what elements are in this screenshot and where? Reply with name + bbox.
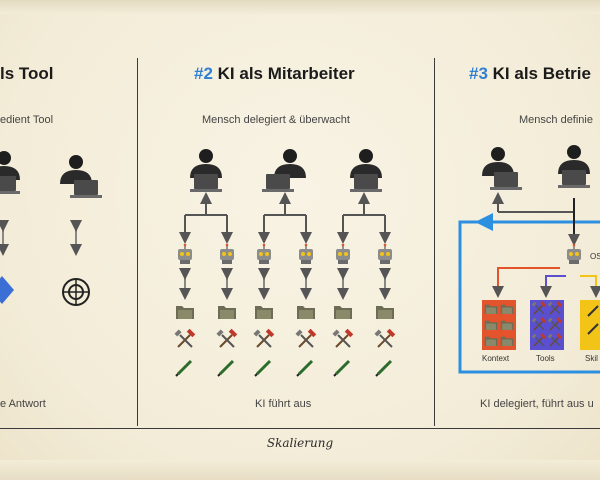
pen-icon [253, 359, 272, 378]
folder-icon [297, 306, 315, 319]
column-2-title: #2 KI als Mitarbeiter [194, 64, 355, 83]
tools-icon [215, 327, 239, 348]
column-divider-2 [434, 58, 435, 426]
laptop-icon [490, 172, 522, 190]
robot-icon [377, 243, 393, 265]
openai-icon [62, 278, 90, 306]
column-2-art [173, 149, 397, 378]
column-1-art [0, 151, 102, 306]
pen-icon [374, 359, 393, 378]
tools-block [530, 300, 564, 350]
kontext-label: Kontext [482, 354, 510, 363]
column-3-subtitle: Mensch definie [519, 114, 593, 126]
tools-icon [331, 327, 355, 348]
robot-icon [256, 243, 272, 265]
laptop-icon [558, 170, 590, 188]
robot-icon [219, 243, 235, 265]
tools-icon [294, 327, 318, 348]
paper-top-edge [0, 0, 600, 14]
column-1-footer: e Antwort [0, 398, 46, 410]
column-1-title: ls Tool [0, 64, 54, 83]
scale-label: Skalierung [266, 436, 334, 450]
kontext-block [482, 300, 516, 350]
paper-bottom-edge [0, 460, 600, 480]
laptop-icon [350, 174, 382, 192]
person-icon [482, 147, 514, 176]
laptop-icon [70, 180, 102, 198]
folder-icon [376, 306, 394, 319]
column-3-title: #3 KI als Betrie [469, 64, 591, 83]
gemini-icon [0, 276, 14, 304]
column-2-subtitle: Mensch delegiert & überwacht [202, 114, 350, 126]
robot-icon [335, 243, 351, 265]
os-robot-icon [566, 243, 582, 265]
pen-icon [332, 359, 351, 378]
bottom-divider [0, 428, 600, 429]
pen-icon [174, 359, 193, 378]
folder-icon [218, 306, 236, 319]
tools-icon [373, 327, 397, 348]
folder-icon [334, 306, 352, 319]
tools-label: Tools [536, 354, 555, 363]
robot-icon [298, 243, 314, 265]
os-label: OS [590, 252, 600, 261]
skills-block [580, 300, 600, 350]
pen-icon [216, 359, 235, 378]
skills-label: Skil [585, 354, 598, 363]
folder-icon [176, 306, 194, 319]
person-icon [60, 155, 92, 184]
person-icon [0, 151, 20, 180]
pen-icon [295, 359, 314, 378]
column-3-footer: KI delegiert, führt aus u [480, 398, 594, 410]
tools-icon [173, 327, 197, 348]
tools-icon [252, 327, 276, 348]
person-icon [350, 149, 382, 178]
column-divider-1 [137, 58, 138, 426]
person-icon [558, 145, 590, 174]
laptop-icon [262, 174, 294, 192]
column-1-subtitle: edient Tool [0, 114, 54, 126]
column-2-footer: KI führt aus [255, 398, 312, 410]
person-icon [190, 149, 222, 178]
person-icon [274, 149, 306, 178]
folder-icon [255, 306, 273, 319]
robot-icon [177, 243, 193, 265]
column-3-art: OS Kontext Tools Skil [458, 145, 600, 374]
laptop-icon [190, 174, 222, 192]
